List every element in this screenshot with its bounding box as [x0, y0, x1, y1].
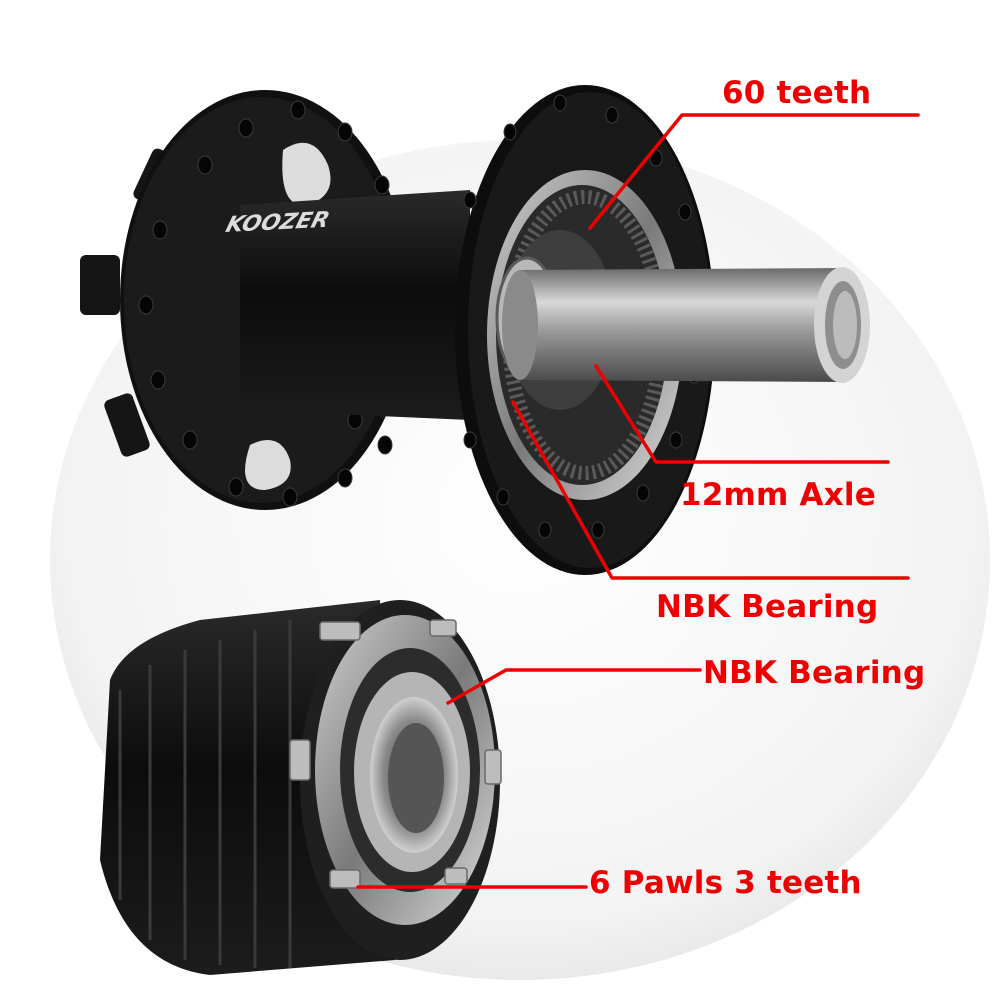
leader-line-freehub-bearing — [446, 668, 702, 705]
leader-line-60-teeth — [588, 113, 920, 230]
freehub-image — [100, 600, 502, 975]
brand-logo: KOOZER — [223, 207, 332, 238]
callout-pawls: 6 Pawls 3 teeth — [589, 865, 862, 901]
callout-12mm-axle: 12mm Axle — [680, 477, 876, 513]
callout-60-teeth: 60 teeth — [722, 75, 872, 111]
callout-hub-bearing: NBK Bearing — [656, 589, 879, 625]
leader-line-hub-bearing — [511, 400, 910, 580]
callout-freehub-bearing: NBK Bearing — [703, 655, 926, 691]
leader-line-12mm-axle — [594, 364, 890, 464]
